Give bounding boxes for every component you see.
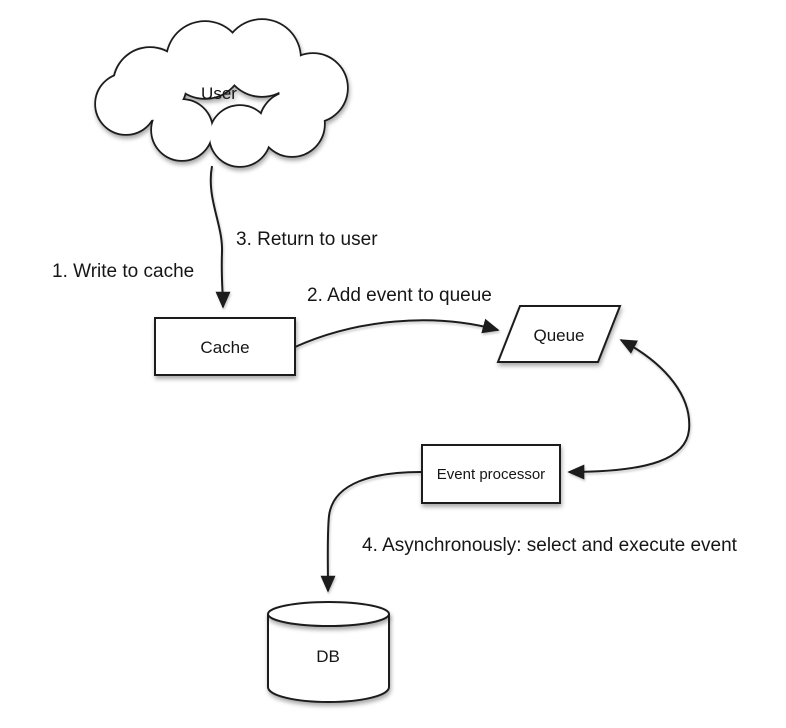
node-queue: Queue (496, 305, 622, 363)
event-processor-shape (421, 444, 561, 504)
edge-user-to-cache (209, 165, 231, 309)
node-event-processor: Event processor (421, 444, 561, 504)
edge-label-execute-to-db: 4. Asynchronously: select and execute ev… (362, 535, 738, 556)
event-processor-label: Event processor (437, 466, 545, 483)
edge-queue-event-processor (567, 339, 691, 480)
queue-shape (496, 305, 622, 363)
user-label: User (201, 84, 237, 103)
edge-label-return-to-user: 3. Return to user (236, 229, 378, 250)
queue-label: Queue (533, 326, 584, 345)
node-user: User (94, 18, 349, 168)
edge-label-write-to-cache: 1. Write to cache (52, 261, 194, 282)
cache-label: Cache (200, 338, 249, 357)
edge-label-add-event-to-queue: 2. Add event to queue (307, 285, 492, 306)
db-label: DB (316, 647, 340, 666)
edge-labels: 1. Write to cache 3. Return to user 2. A… (52, 229, 738, 556)
cache-shape (154, 317, 296, 376)
edge-cache-to-queue (294, 318, 500, 348)
edge-event-processor-to-db (320, 471, 422, 593)
edges (209, 165, 691, 593)
node-cache: Cache (154, 317, 296, 376)
cloud-shape-fill (96, 20, 347, 166)
db-body-shape (267, 614, 390, 704)
db-top-shape (267, 601, 390, 627)
node-db: DB (267, 601, 390, 704)
